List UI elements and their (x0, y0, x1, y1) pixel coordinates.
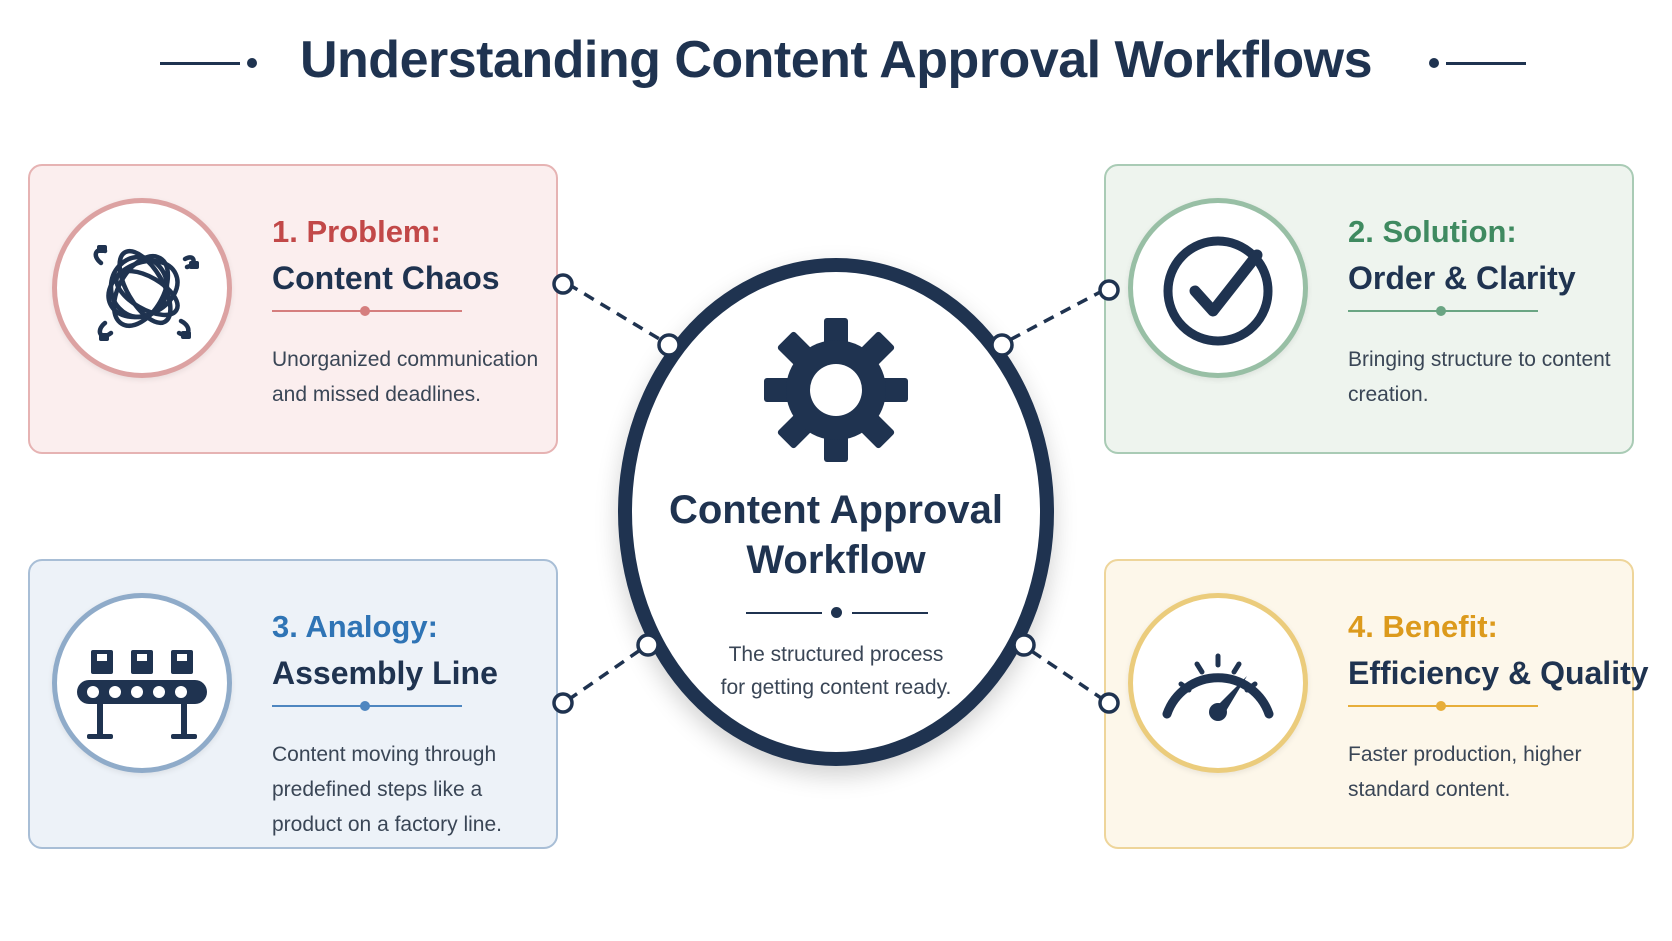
card-solution: 2. Solution: Order & Clarity Bringing st… (1104, 164, 1634, 454)
card-problem-heading: Content Chaos (272, 260, 500, 296)
card-problem-divider-dot (360, 306, 370, 316)
card-benefit-divider-dot (1436, 701, 1446, 711)
card-analogy: 3. Analogy: Assembly Line Content moving… (28, 559, 558, 849)
card-benefit-icon-ring (1128, 593, 1308, 773)
node-solution-hub (990, 333, 1014, 357)
title-right-line (1446, 62, 1526, 65)
card-problem-description: Unorganized communication and missed dea… (272, 348, 539, 406)
center-divider-dot (831, 607, 842, 618)
card-benefit-heading: Efficiency & Quality (1348, 655, 1649, 691)
speedometer-icon (1162, 653, 1274, 721)
card-solution-divider-dot (1436, 306, 1446, 316)
card-analogy-divider-dot (360, 701, 370, 711)
card-benefit-description: Faster production, higher standard conte… (1348, 743, 1582, 801)
conveyor-belt-icon (77, 650, 207, 739)
center-description-line1: The structured process (728, 643, 944, 666)
card-solution-heading: Order & Clarity (1348, 260, 1576, 296)
node-benefit-card (1098, 692, 1120, 714)
checkmark-circle-icon (1163, 236, 1273, 346)
card-analogy-icon-ring (52, 593, 232, 773)
node-analogy-card (552, 692, 574, 714)
card-benefit: 4. Benefit: Efficiency & Quality Faster … (1104, 559, 1649, 849)
center-divider-left (746, 612, 822, 614)
page-title: Understanding Content Approval Workflows (299, 31, 1373, 89)
node-problem-hub (657, 333, 681, 357)
connector-analogy (567, 644, 647, 702)
card-benefit-number: 4. Benefit: (1348, 609, 1498, 644)
card-problem-number: 1. Problem: (272, 214, 441, 249)
gear-icon (764, 318, 908, 462)
node-analogy-hub (636, 633, 660, 657)
card-solution-number: 2. Solution: (1348, 214, 1517, 249)
tangled-knot-icon (93, 245, 199, 341)
node-solution-card (1098, 279, 1120, 301)
card-analogy-description: Content moving through predefined steps … (272, 743, 502, 836)
card-problem-icon-ring (52, 198, 232, 378)
center-title-line1: Content Approval (668, 488, 1004, 532)
center-description: The structured process for getting conte… (680, 638, 992, 704)
title-left-dot (247, 58, 257, 68)
card-solution-description: Bringing structure to content creation. (1348, 348, 1611, 406)
center-title-line2: Workflow (746, 538, 926, 582)
node-problem-card (552, 273, 574, 295)
card-analogy-heading: Assembly Line (272, 655, 498, 691)
center-title: Content Approval Workflow (618, 485, 1054, 585)
title-right-dot (1429, 58, 1439, 68)
connector-benefit (1023, 644, 1105, 702)
card-problem: 1. Problem: Content Chaos Unorganized co… (28, 164, 558, 454)
connector-problem (567, 282, 667, 345)
center-divider-right (852, 612, 928, 614)
title-left-line (160, 62, 240, 65)
center-description-line2: for getting content ready. (720, 676, 952, 699)
card-solution-icon-ring (1128, 198, 1308, 378)
node-benefit-hub (1012, 633, 1036, 657)
card-analogy-number: 3. Analogy: (272, 609, 438, 644)
